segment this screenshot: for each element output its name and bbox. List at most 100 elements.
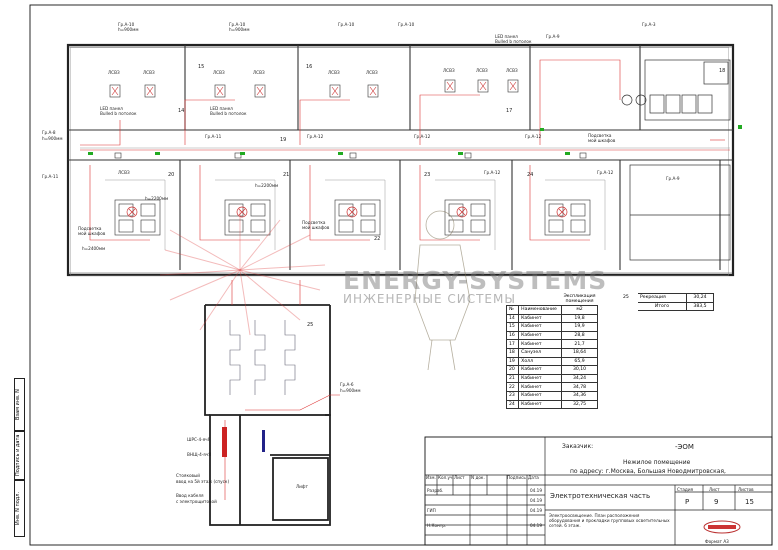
desk-groups [114,199,591,236]
group-label: Гр.А-12 [307,134,324,139]
room-24: 24 [527,172,534,178]
group-label: Гр.А-12 [414,134,431,139]
height-label: h=900мм [118,27,139,32]
led-note: Bulled b потолок [100,111,137,116]
shrs-panel [222,427,227,457]
stage-label: Стадия [677,487,694,492]
height-label: h=900мм [42,136,63,141]
watermark-figure [414,210,471,371]
riser-note-2: ввод на 5й этаж (спуск) [176,479,230,484]
explication-table: Экспликация помещения № Наименование м2 … [505,293,598,410]
company-logo [703,520,741,534]
sheets-value: 15 [745,498,754,506]
room-22: 22 [374,236,381,242]
side-stamp: Инв. N подл. [14,480,25,537]
group-label: Гр.А-10 [118,22,135,27]
watermark-rays [159,210,326,336]
room-15: 15 [198,64,205,70]
room-17: 17 [506,108,513,114]
col-izm: Изм. [426,475,436,480]
col-data: Дата [528,475,539,480]
group-label: Гр.А-12 [597,170,614,175]
led-note: LED панел [495,34,518,39]
side-stamp: Подпись и дата [14,430,25,480]
role-normcontrol: Н.Контр. [427,523,447,528]
cabinet-note: мой шкафов [588,138,616,143]
customer-label: Заказчик: [562,443,594,450]
group-label: Гр.А-9 [546,34,560,39]
room-25: 25 [307,322,314,328]
cabinet-note: мой шкафов [302,225,330,230]
watermark-subtitle: ИНЖЕНЕРНЫЕ СИСТЕМЫ [343,292,516,306]
col-header: м2 [561,305,598,315]
fixture-label: ЛСВЗ [443,68,455,73]
room-18: 18 [719,68,726,74]
cabinet-note: Подсветка [302,220,326,225]
fixture-label: ЛСВЗ [366,70,378,75]
fixture-label: ЛСВЗ [213,70,225,75]
customer-value: -ЭОМ [675,443,694,451]
group-label: Гр.А-3 [642,22,656,27]
cable-note-2: с электрощитовой [176,499,217,504]
height-label: h=2200мм [255,183,279,188]
room-16: 16 [306,64,313,70]
led-note: LED панел [210,106,233,111]
address-line-2: по адресу: г.Москва, Большая Новодмитров… [570,468,726,475]
fixture-label: ЛСВЗ [476,68,488,73]
room-14: 14 [178,108,185,114]
col-koluch: Кол.уч. [438,475,454,480]
group-label: Гр.А-8 [42,130,56,135]
group-label: Гр.А-11 [42,174,59,179]
watermark-title: ENERGY-SYSTEMS [343,266,608,295]
fixture-label: ЛСВЗ [108,70,120,75]
part-title: Электротехническая часть [550,492,651,500]
group-label: Гр.А-12 [525,134,542,139]
room-20: 20 [168,172,175,178]
cable-note: Ввод кабеля [176,493,204,498]
role-gip: ГИП [427,508,436,513]
group-label: Гр.А-12 [484,170,501,175]
role-developer: Разраб. [427,488,444,493]
light-fixtures [109,79,587,159]
side-stamp: Взам инв. N [14,378,25,432]
fixture-label: ЛСВЗ [328,70,340,75]
riser-note: Стояковый [176,473,201,478]
explication-subtitle: помещения [565,299,594,304]
col-header: № [505,305,520,315]
group-label: Гр.А-10 [229,22,246,27]
led-note: Bulled b потолок [495,39,532,44]
led-note: Bulled b потолок [210,111,247,116]
group-label: Гр.А-10 [398,22,415,27]
room-21: 21 [283,172,290,178]
group-label: Гр.А-10 [338,22,355,27]
sheet-label: Лист [709,487,720,492]
fixture-label: ЛСВЗ [253,70,265,75]
vnsh-label: ВНЩ-4-ячЯ [187,452,212,457]
format-label: Формат А3 [705,539,729,544]
height-label: h=2200мм [145,196,169,201]
date: 04.19 [530,508,542,513]
fixture-label: ЛСВЗ [118,170,130,175]
room-23: 23 [424,172,431,178]
group-label: Гр.А-11 [205,134,222,139]
fixture-label: ЛСВЗ [506,68,518,73]
date: 04.19 [530,523,542,528]
fixture-label: ЛСВЗ [143,70,155,75]
explication-title: Экспликация [563,294,596,299]
cabinet-note: Подсветка [78,226,102,231]
col-podpis: Подпись [507,475,526,480]
cabinet-note: мой шкафов [78,231,106,236]
group-label: Гр.А-9 [666,176,680,181]
lift-label: Лифт [296,484,308,489]
height-label: h=900мм [340,388,361,393]
